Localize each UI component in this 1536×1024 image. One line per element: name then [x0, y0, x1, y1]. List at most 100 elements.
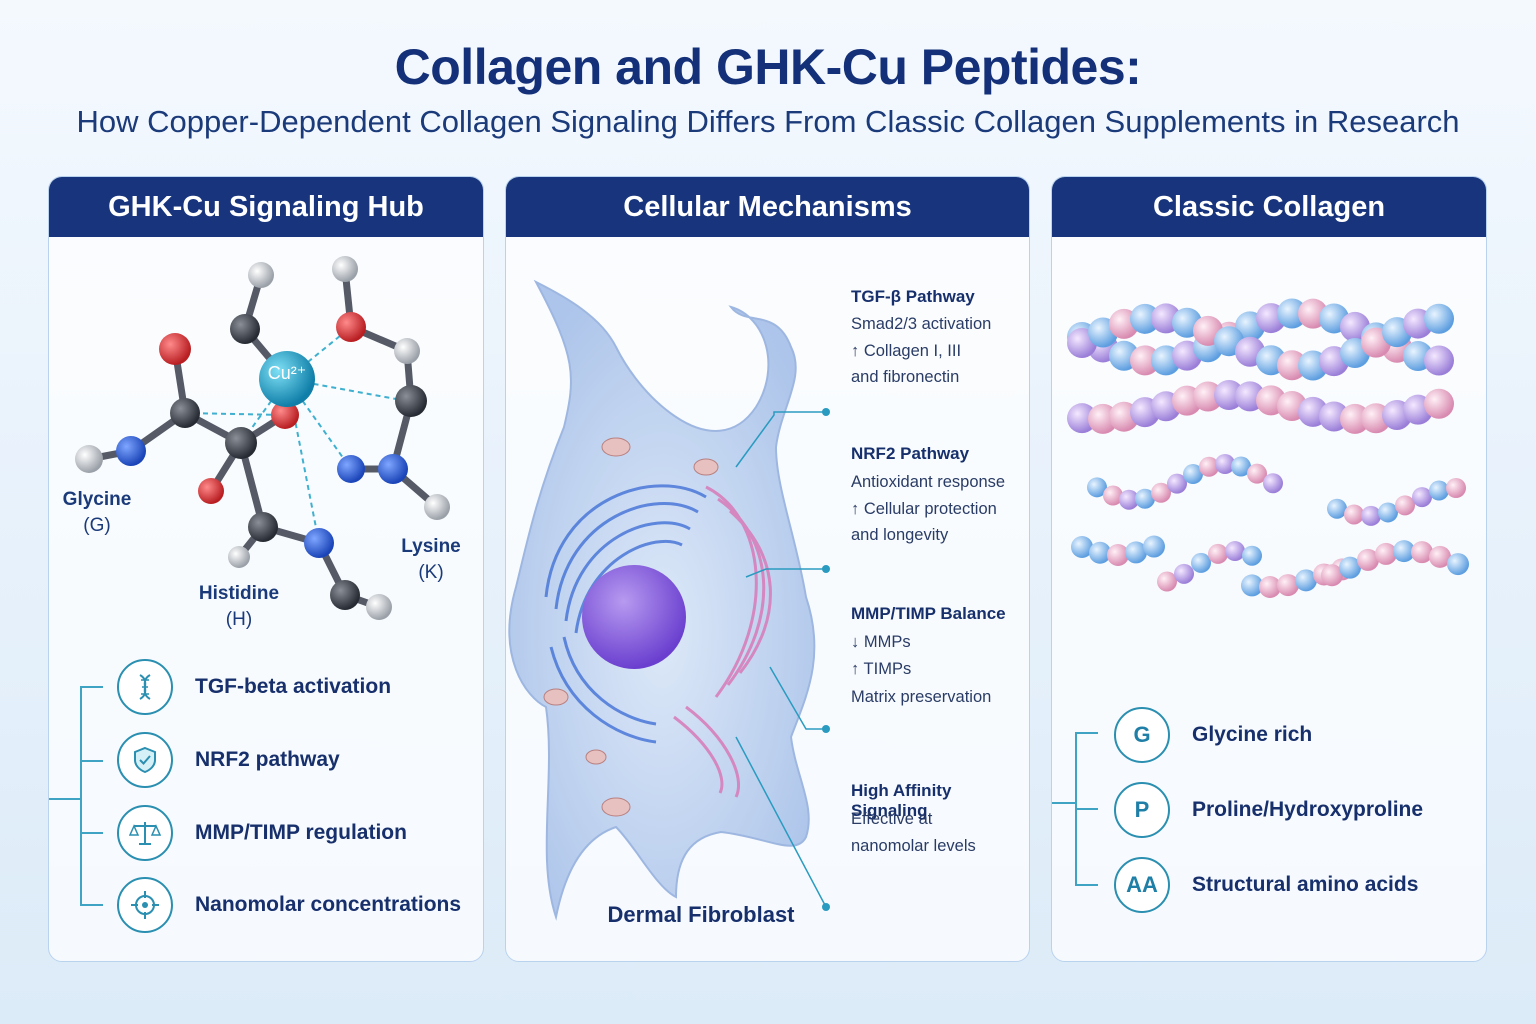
amino-acid-badge: AA — [1114, 857, 1170, 913]
fibroblast-illustration — [508, 279, 830, 921]
collagen-bead — [1393, 540, 1415, 563]
collagen-bead — [1447, 553, 1469, 576]
collagen-bead — [1089, 541, 1111, 564]
collagen-bead — [1183, 464, 1203, 485]
collagen-bead — [1259, 575, 1281, 598]
panel-header-ghk: GHK-Cu Signaling Hub — [49, 177, 483, 237]
scale-icon — [117, 805, 173, 861]
collagen-bead — [1157, 571, 1177, 592]
mechanism-line: ↓ MMPs — [851, 633, 911, 651]
feature-label: Structural amino acids — [1192, 873, 1419, 896]
collagen-bead — [1424, 345, 1454, 376]
feature-label: NRF2 pathway — [195, 748, 340, 771]
mechanism-line: nanomolar levels — [851, 837, 976, 855]
collagen-bead — [1241, 574, 1263, 597]
collagen-bead — [1119, 489, 1139, 510]
feature-proline: P Proline/Hydroxyproline — [1114, 782, 1423, 838]
feature-label: Glycine rich — [1192, 723, 1313, 746]
page-subtitle: How Copper-Dependent Collagen Signaling … — [76, 104, 1460, 139]
cell-caption: Dermal Fibroblast — [607, 902, 795, 927]
panel-cellular-mechanisms: Cellular Mechanisms — [505, 176, 1030, 962]
collagen-bead — [1395, 495, 1415, 516]
copper-ion — [259, 351, 315, 407]
feature-nanomolar: Nanomolar concentrations — [117, 877, 461, 933]
panel-classic-collagen: Classic Collagen G Glycine rich P Prolin… — [1051, 176, 1487, 962]
feature-glycine: G Glycine rich — [1114, 707, 1312, 763]
feature-label: Proline/Hydroxyproline — [1192, 798, 1424, 821]
collagen-bead — [1411, 541, 1433, 564]
amino-bracket — [1052, 732, 1098, 886]
mechanism-tgf-title: TGF-β Pathway — [851, 287, 975, 306]
collagen-bead — [1412, 487, 1432, 508]
collagen-bead — [1361, 505, 1381, 526]
collagen-bead — [1247, 463, 1267, 484]
collagen-bead — [1130, 303, 1160, 334]
dna-icon — [117, 659, 173, 715]
collagen-bead — [1130, 345, 1160, 376]
collagen-bead — [1429, 545, 1451, 568]
ghk-cu-molecule-diagram — [75, 256, 450, 620]
collagen-bead — [1344, 504, 1364, 525]
lysine-label: Lysine (K) — [401, 536, 461, 583]
feature-label: MMP/TIMP regulation — [195, 821, 407, 844]
page-title: Collagen and GHK-Cu Peptides: — [394, 39, 1142, 95]
collagen-bead — [1087, 477, 1107, 498]
shield-icon — [117, 732, 173, 788]
panel-header-cellular: Cellular Mechanisms — [506, 177, 1029, 237]
collagen-bead — [1446, 478, 1466, 499]
mechanism-nrf2-title: NRF2 Pathway — [851, 444, 970, 463]
mechanism-line: ↑ Cellular protection — [851, 500, 997, 518]
mechanism-line: Matrix preservation — [851, 688, 992, 706]
collagen-bead — [1167, 473, 1187, 494]
mechanism-mmp-title: MMP/TIMP Balance — [851, 604, 1006, 623]
glycine-label: Glycine (G) — [62, 489, 132, 536]
glycine-badge: G — [1114, 707, 1170, 763]
collagen-bead — [1225, 541, 1245, 562]
panel-header-classic: Classic Collagen — [1052, 177, 1486, 237]
copper-label: Cu²⁺ — [267, 363, 307, 383]
collagen-bead — [1424, 303, 1454, 334]
annotation-leaders — [735, 411, 827, 908]
collagen-bead — [1340, 403, 1370, 434]
collagen-bead — [1378, 502, 1398, 523]
collagen-bead — [1174, 563, 1194, 584]
collagen-bead — [1277, 574, 1299, 597]
mechanism-line: and longevity — [851, 526, 949, 544]
collagen-bead — [1151, 482, 1171, 503]
collagen-bead — [1215, 454, 1235, 475]
nucleus — [582, 565, 686, 669]
feature-tgf-beta: TGF-beta activation — [117, 659, 391, 715]
molecule-atoms — [75, 256, 450, 620]
mitochondria — [543, 437, 719, 817]
feature-nrf2: NRF2 pathway — [117, 732, 340, 788]
collagen-bead — [1277, 350, 1307, 381]
collagen-bead — [1424, 388, 1454, 419]
feature-label: TGF-beta activation — [195, 675, 392, 698]
panel-ghk-cu-signaling-hub: GHK-Cu Signaling Hub — [48, 176, 484, 962]
collagen-bead — [1107, 543, 1129, 566]
feature-bracket — [49, 686, 103, 906]
histidine-label: Histidine (H) — [198, 583, 280, 630]
mechanism-line: and fibronectin — [851, 368, 960, 386]
collagen-bead — [1295, 569, 1317, 592]
molecule-bonds — [85, 265, 441, 611]
mechanism-line: ↑ Collagen I, III — [851, 342, 962, 360]
proline-badge: P — [1114, 782, 1170, 838]
collagen-bead — [1199, 456, 1219, 477]
collagen-bead — [1125, 541, 1147, 564]
collagen-bead — [1135, 488, 1155, 509]
collagen-bead — [1208, 543, 1228, 564]
mechanism-line: Smad2/3 activation — [851, 315, 992, 333]
annotation-dots — [822, 408, 830, 911]
collagen-bead — [1277, 298, 1307, 329]
golgi-apparatus — [673, 485, 772, 798]
feature-amino-acids: AA Structural amino acids — [1114, 857, 1418, 913]
collagen-beads — [1067, 298, 1469, 598]
mechanism-line: ↑ TIMPs — [851, 660, 912, 678]
collagen-bead — [1071, 536, 1093, 558]
mechanism-line: Antioxidant response — [851, 473, 1006, 491]
mechanism-line: Effective at — [851, 810, 933, 828]
collagen-bead — [1067, 403, 1097, 434]
collagen-bead — [1191, 552, 1211, 573]
mechanism-affinity-title: High Affinity Signaling — [851, 781, 952, 820]
